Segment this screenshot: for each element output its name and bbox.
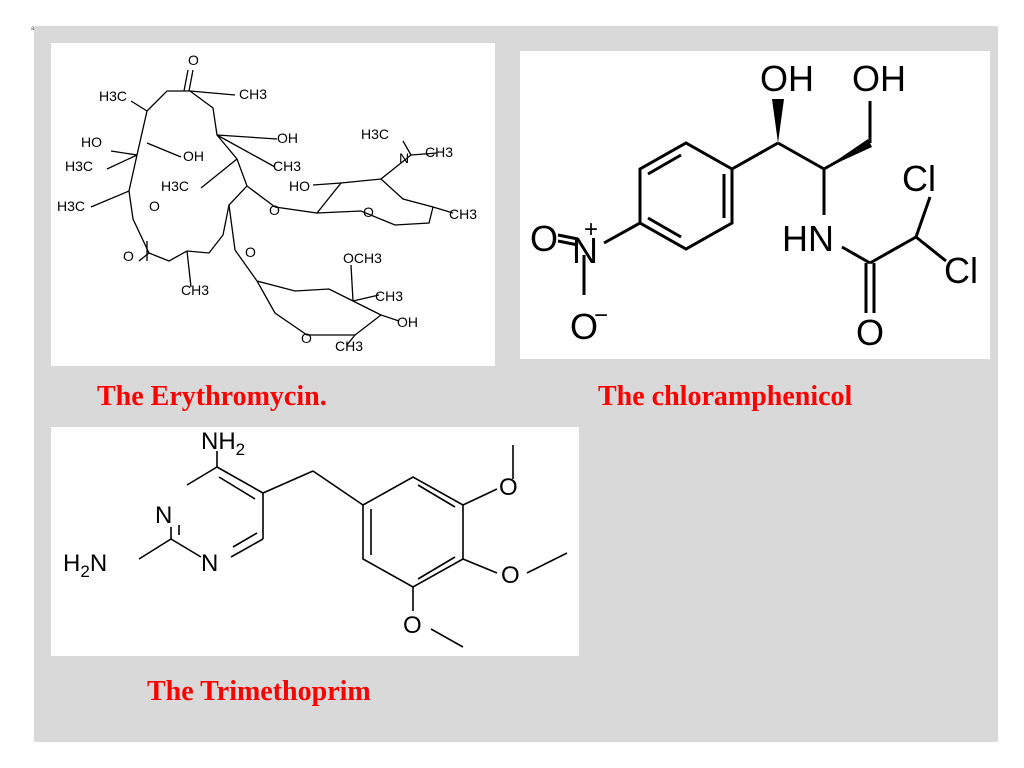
ery-glyco-o1: O xyxy=(269,202,280,218)
ery-h3c-top: H3C xyxy=(99,88,127,104)
chl-carbonyl-o: O xyxy=(856,312,884,353)
ery-oh-mid: OH xyxy=(183,148,204,164)
tmp-o1: O xyxy=(499,474,518,501)
ery-h3c-mid: H3C xyxy=(161,178,189,194)
tmp-h2n: H2N xyxy=(63,550,107,581)
tmp-o3: O xyxy=(403,612,422,639)
ery-glyco-o2: O xyxy=(245,244,256,260)
ery-ch3-n: CH3 xyxy=(425,144,453,160)
chloramphenicol-structure: OH OH Cl Cl HN O O N O + − xyxy=(520,51,990,359)
chl-hn: HN xyxy=(782,218,834,259)
trimethoprim-caption: The Trimethoprim xyxy=(147,676,371,707)
chl-oh2: OH xyxy=(852,58,906,99)
erythromycin-caption: The Erythromycin. xyxy=(97,381,327,412)
ery-ketone-o: O xyxy=(188,52,199,68)
ery-ch3-ring: CH3 xyxy=(273,158,301,174)
ery-ch3-top: CH3 xyxy=(239,86,267,102)
ery-h3c-n: H3C xyxy=(361,126,389,142)
ery-sugar-o1: O xyxy=(363,204,374,220)
ery-ch3-sugar: CH3 xyxy=(449,206,477,222)
chloramphenicol-caption: The chloramphenicol xyxy=(598,381,853,412)
ery-och3: OCH3 xyxy=(343,250,382,266)
corner-mark: a xyxy=(31,26,35,32)
chl-nitro-n: N xyxy=(572,230,598,271)
ery-ho-left: HO xyxy=(81,134,102,150)
chl-cl1: Cl xyxy=(902,158,936,199)
ery-h3c-left: H3C xyxy=(65,158,93,174)
ery-oh-right: OH xyxy=(277,130,298,146)
ery-ch3-s2b: CH3 xyxy=(335,338,363,354)
ery-ch3-bottom: CH3 xyxy=(181,282,209,298)
chl-minus: − xyxy=(594,302,608,329)
tmp-n2: N xyxy=(201,550,218,577)
ery-ch3-s2a: CH3 xyxy=(375,288,403,304)
ery-h3c-far: H3C xyxy=(57,198,85,214)
ery-ring-o: O xyxy=(149,198,160,214)
trimethoprim-structure: NH2 N N H2N O O O xyxy=(51,427,579,656)
erythromycin-structure: O H3C CH3 HO OH OH H3C CH3 H3C H3C O O C… xyxy=(51,43,495,366)
ery-amine-n: N xyxy=(399,150,409,166)
tmp-n1: N xyxy=(155,502,172,529)
ery-sugar-o2: O xyxy=(301,330,312,346)
tmp-o2: O xyxy=(501,562,520,589)
tmp-nh2-top: NH2 xyxy=(201,428,245,459)
chl-nitro-o2: O xyxy=(570,306,598,347)
ery-ho-sugar: HO xyxy=(289,178,310,194)
chl-plus: + xyxy=(584,216,598,243)
ery-oh-s2: OH xyxy=(397,314,418,330)
ery-lactone-o: O xyxy=(123,248,134,264)
chl-cl2: Cl xyxy=(944,250,978,291)
chl-nitro-o1: O xyxy=(530,218,558,259)
chl-oh1: OH xyxy=(760,58,814,99)
